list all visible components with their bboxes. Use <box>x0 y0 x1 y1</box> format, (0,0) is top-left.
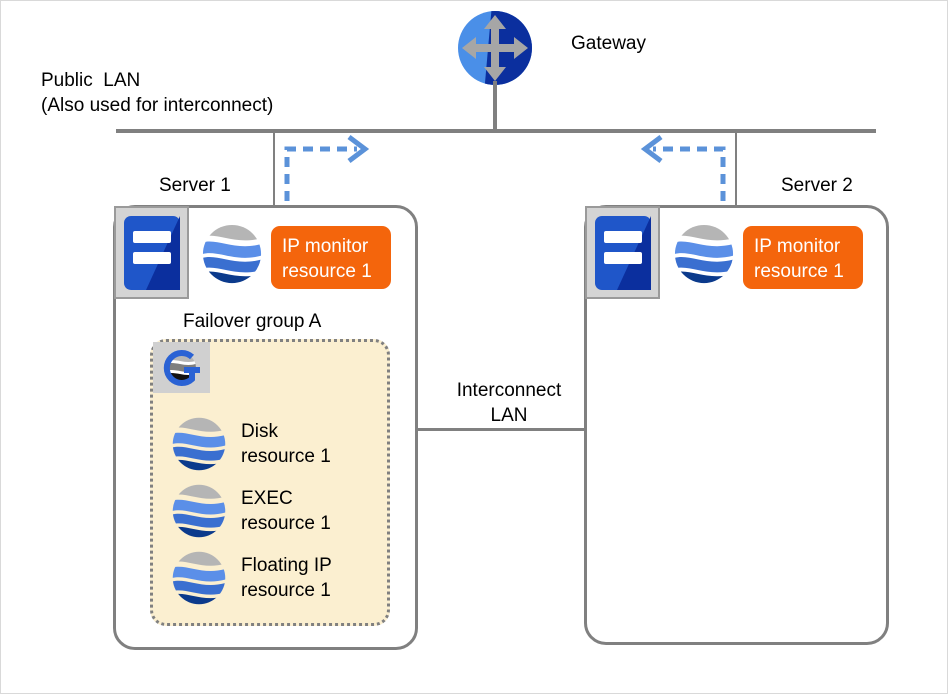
gateway-label: Gateway <box>571 33 646 54</box>
dashed-arrow-right-icon <box>279 133 379 205</box>
resource-globe-icon <box>201 223 263 285</box>
server1-lan-drop-line <box>273 129 275 209</box>
list-item-label: Disk resource 1 <box>241 421 331 467</box>
list-item[interactable]: EXEC resource 1 <box>171 483 331 539</box>
list-item-label: EXEC resource 1 <box>241 488 331 534</box>
resource-globe-icon <box>673 223 735 285</box>
server2-label: Server 2 <box>781 175 853 196</box>
dashed-arrow-left-icon <box>631 133 731 205</box>
list-item[interactable]: Disk resource 1 <box>171 416 331 472</box>
failover-group-title: Failover group A <box>183 311 322 332</box>
public-lan-bus-line <box>116 129 876 133</box>
server2-lan-drop-line <box>735 129 737 209</box>
server1-ip-monitor-badge[interactable]: IP monitor resource 1 <box>271 226 391 289</box>
server-machine-icon <box>114 206 189 299</box>
public-lan-label-line2: (Also used for interconnect) <box>41 95 274 116</box>
resource-globe-icon <box>171 550 227 606</box>
interconnect-lan-label-line2: LAN <box>490 405 528 426</box>
public-lan-label-line1: Public LAN <box>41 70 141 91</box>
server1-label: Server 1 <box>159 175 231 196</box>
list-item-label: Floating IP resource 1 <box>241 555 332 601</box>
interconnect-lan-line <box>417 428 585 431</box>
list-item[interactable]: Floating IP resource 1 <box>171 550 332 606</box>
server-machine-icon <box>585 206 660 299</box>
failover-group-g-icon <box>153 342 210 393</box>
gateway-connector-line <box>493 81 497 131</box>
resource-globe-icon <box>171 416 227 472</box>
gateway-icon <box>456 9 534 87</box>
server2-ip-monitor-badge[interactable]: IP monitor resource 1 <box>743 226 863 289</box>
resource-globe-icon <box>171 483 227 539</box>
interconnect-lan-label-line1: Interconnect <box>456 380 562 401</box>
